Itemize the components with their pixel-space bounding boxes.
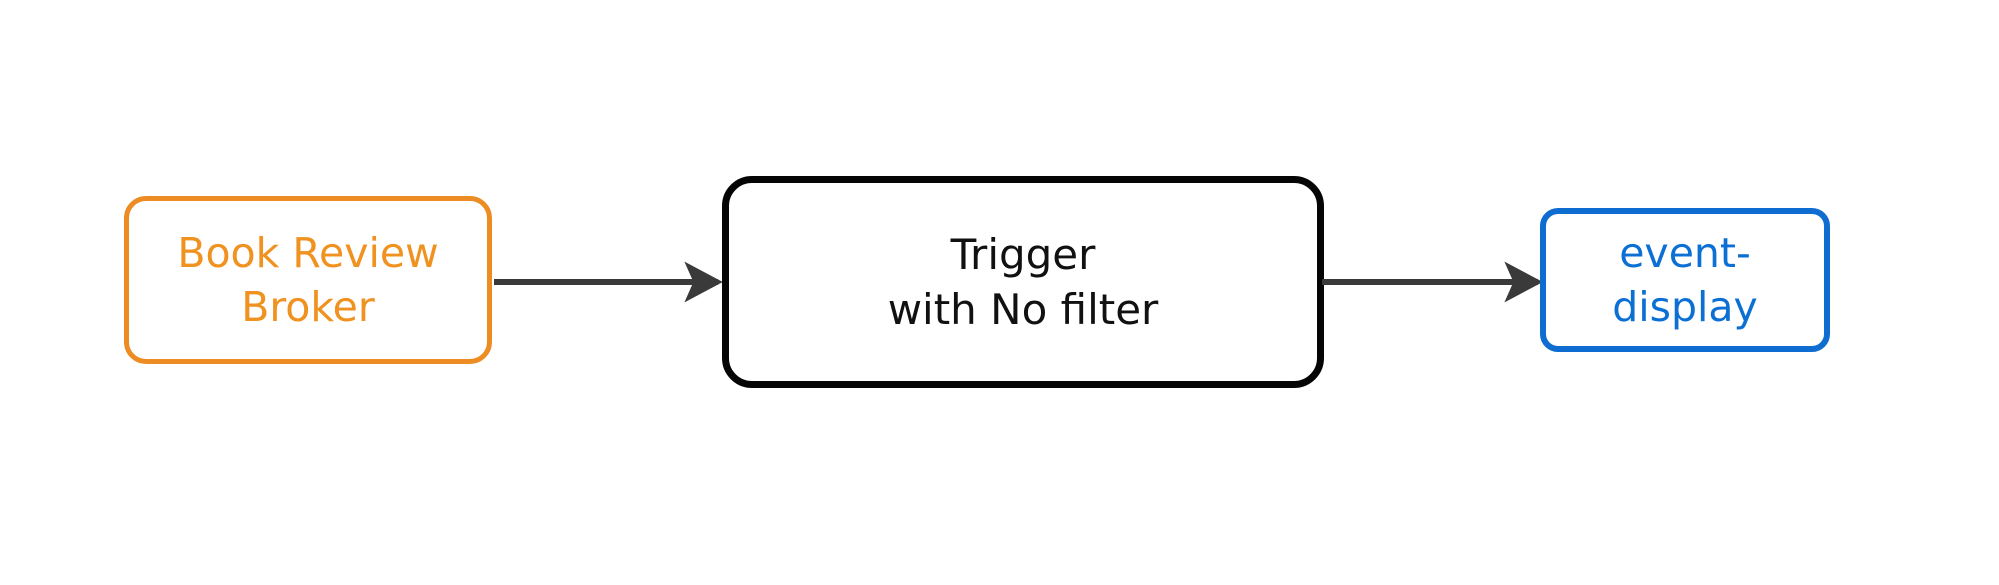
edge-trigger-to-sink bbox=[1322, 261, 1543, 303]
node-trigger-label: Trigger with No filter bbox=[887, 229, 1159, 334]
node-broker-label: Book Review Broker bbox=[177, 228, 439, 331]
edge-broker-to-trigger bbox=[494, 261, 723, 303]
node-trigger-with-no-filter[interactable]: Trigger with No filter bbox=[722, 176, 1324, 388]
node-sink-label: event-display bbox=[1612, 228, 1758, 331]
node-event-display[interactable]: event-display bbox=[1540, 208, 1830, 352]
node-book-review-broker[interactable]: Book Review Broker bbox=[124, 196, 492, 364]
